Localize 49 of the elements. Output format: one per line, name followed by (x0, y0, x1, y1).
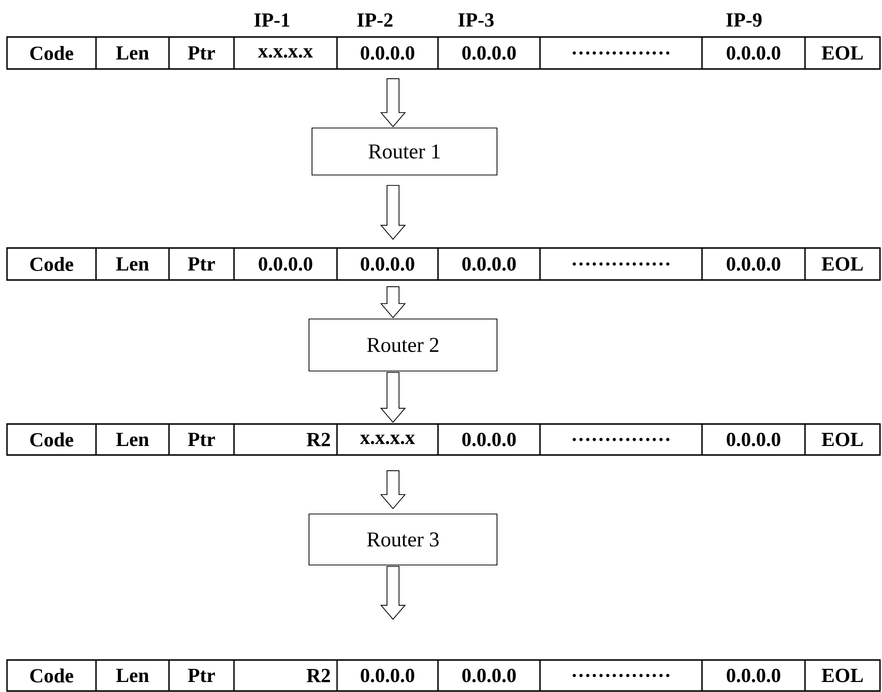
block-arrow (380, 566, 406, 620)
table-cell: Ptr (188, 257, 215, 271)
block-arrow (380, 470, 406, 510)
table-cell: Code (30, 46, 74, 60)
table-cell: x.x.x.x (360, 434, 415, 444)
block-arrow (380, 78, 406, 128)
table-cell: …………… (572, 674, 670, 678)
table-cell: 0.0.0.0 (258, 257, 312, 271)
table-cell: Ptr (188, 668, 215, 682)
block-arrow (380, 185, 406, 240)
router-box: Router 3 (308, 514, 498, 566)
table-cell: …………… (572, 51, 670, 55)
table-cell: 0.0.0.0 (360, 257, 414, 271)
router-box: Router 1 (312, 128, 498, 176)
table-cell: …………… (572, 262, 670, 266)
table-row (6, 247, 881, 281)
table-cell: EOL (822, 668, 863, 682)
table-cell: 0.0.0.0 (726, 46, 780, 60)
table-cell: Ptr (188, 46, 215, 60)
table-cell: Ptr (188, 432, 215, 446)
table-cell: 0.0.0.0 (360, 668, 414, 682)
table-cell: 0.0.0.0 (462, 257, 516, 271)
table-cell: 0.0.0.0 (726, 668, 780, 682)
table-cell: EOL (822, 46, 863, 60)
block-arrow (380, 372, 406, 423)
table-cell: 0.0.0.0 (360, 46, 414, 60)
table-cell: EOL (822, 257, 863, 271)
table-row (6, 36, 881, 70)
table-cell: Code (30, 256, 74, 272)
table-cell: 0.0.0.0 (726, 257, 780, 271)
table-cell: 0.0.0.0 (462, 432, 516, 446)
table-cell: 0.0.0.0 (462, 668, 516, 682)
table-cell: Len (116, 257, 149, 271)
table-cell: Len (116, 668, 149, 682)
table-row (6, 659, 881, 692)
table-cell: Len (116, 46, 149, 60)
block-arrow (380, 286, 406, 318)
table-cell: R2 (306, 668, 330, 682)
table-cell: …………… (572, 438, 670, 442)
table-cell: Code (30, 432, 74, 447)
table-cell: 0.0.0.0 (726, 432, 780, 446)
table-cell: Code (30, 668, 74, 683)
router-box: Router 2 (308, 318, 498, 372)
table-row (6, 423, 881, 456)
table-cell: Len (116, 432, 149, 446)
table-cell: R2 (306, 432, 330, 446)
table-cell: x.x.x.x (258, 48, 313, 58)
table-cell: 0.0.0.0 (462, 46, 516, 60)
table-cell: EOL (822, 432, 863, 446)
